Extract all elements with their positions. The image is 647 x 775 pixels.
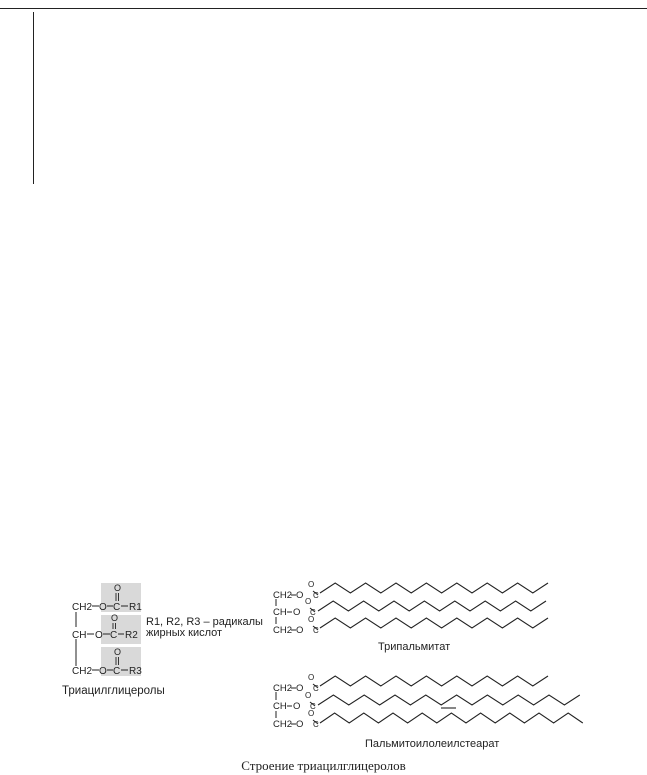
mixed-chains: [309, 675, 584, 725]
mx-c-o-bond-2: [309, 701, 316, 707]
tp-c-o-bond-1: [312, 590, 319, 596]
radical-r3: R3: [129, 666, 142, 677]
tp-carbonyl-o-2: O: [305, 597, 311, 606]
radical-r1: R1: [129, 602, 142, 613]
mx-ch2-1: CH2: [273, 683, 292, 694]
margin-bar: [33, 12, 34, 184]
carbonyl-oxygen-2: O: [111, 613, 118, 623]
tp-oxygen-1: O: [296, 590, 303, 601]
mx-c-o-bond-3: [312, 719, 319, 725]
mx-chain-palmitoyl: [319, 675, 549, 687]
carbonyl-carbon-1: C: [113, 602, 120, 613]
mx-chain-stearoyl: [319, 712, 584, 724]
mx-carbonyl-o-2: O: [305, 691, 311, 700]
triacylglycerol-figure: CH2 O C O R1 CH O C O R2 CH2: [0, 570, 647, 775]
carbonyl-oxygen-1: O: [114, 583, 121, 593]
radical-r2: R2: [125, 630, 138, 641]
mx-oxygen-3: O: [296, 719, 303, 730]
ester-oxygen-2: O: [95, 630, 103, 641]
mixed-label: Пальмитоилолеилстеарат: [365, 738, 499, 750]
tp-chain-2: [317, 600, 547, 612]
mx-oxygen-2: O: [293, 701, 300, 712]
tp-carbonyl-o-1: O: [308, 580, 314, 589]
tripalmitate-structure: CH2 O CH O CH2 O C O C O C O Трипальмита…: [273, 580, 450, 653]
mx-carbon-2: C: [310, 702, 316, 711]
mx-c-o-bond-1: [312, 683, 319, 689]
figure-caption: Строение триацилглицеролов: [241, 758, 406, 773]
mx-ch2-2: CH2: [273, 719, 292, 730]
ester-oxygen-1: O: [99, 602, 107, 613]
mx-carbonyl-o-3: O: [308, 709, 314, 718]
mixed-tag-structure: CH2 O CH O CH2 O C O C O C O Пальмитоило…: [273, 673, 499, 750]
carbonyl-carbon-2: C: [110, 630, 117, 641]
header-rule: [0, 8, 647, 9]
tp-carbon-1: C: [313, 591, 319, 600]
glycerol-ch2-2: CH2: [72, 666, 92, 677]
radicals-note: R1, R2, R3 – радикалы: [146, 616, 263, 628]
tp-oxygen-3: O: [296, 625, 303, 636]
tp-ch2-1: CH2: [273, 590, 292, 601]
tp-ch2-2: CH2: [273, 625, 292, 636]
tp-oxygen-2: O: [293, 607, 300, 618]
tp-c-o-bond-2: [309, 607, 316, 613]
structure-diagram: CH2 O C O R1 CH O C O R2 CH2: [62, 580, 584, 750]
carbonyl-oxygen-3: O: [114, 647, 121, 657]
tripalmitate-label: Трипальмитат: [378, 641, 450, 653]
ester-oxygen-3: O: [99, 666, 107, 677]
mx-chain-oleyl: [317, 694, 581, 706]
tp-carbonyl-o-3: O: [308, 615, 314, 624]
radicals-note-2: жирных кислот: [146, 627, 222, 639]
glycerol-ch2-1: CH2: [72, 602, 92, 613]
mx-ch: CH: [273, 701, 287, 712]
tp-chain-3: [319, 617, 549, 629]
carbonyl-carbon-3: C: [113, 666, 120, 677]
glycerol-ch: CH: [72, 630, 86, 641]
tp-c-o-bond-3: [312, 625, 319, 631]
acyl-box-1: [101, 583, 141, 612]
tp-carbon-2: C: [310, 608, 316, 617]
tp-carbon-3: C: [313, 626, 319, 635]
tp-ch: CH: [273, 607, 287, 618]
tripalmitate-chains: [309, 582, 549, 631]
general-formula: CH2 O C O R1 CH O C O R2 CH2: [62, 583, 263, 697]
general-label: Триацилглицеролы: [62, 685, 165, 697]
mx-oxygen-1: O: [296, 683, 303, 694]
mx-carbon-3: C: [313, 720, 319, 729]
acyl-box-2: [101, 615, 141, 644]
acyl-box-3: [101, 647, 141, 676]
mx-carbonyl-o-1: O: [308, 673, 314, 682]
mx-carbon-1: C: [313, 684, 319, 693]
tp-chain-1: [319, 582, 549, 594]
